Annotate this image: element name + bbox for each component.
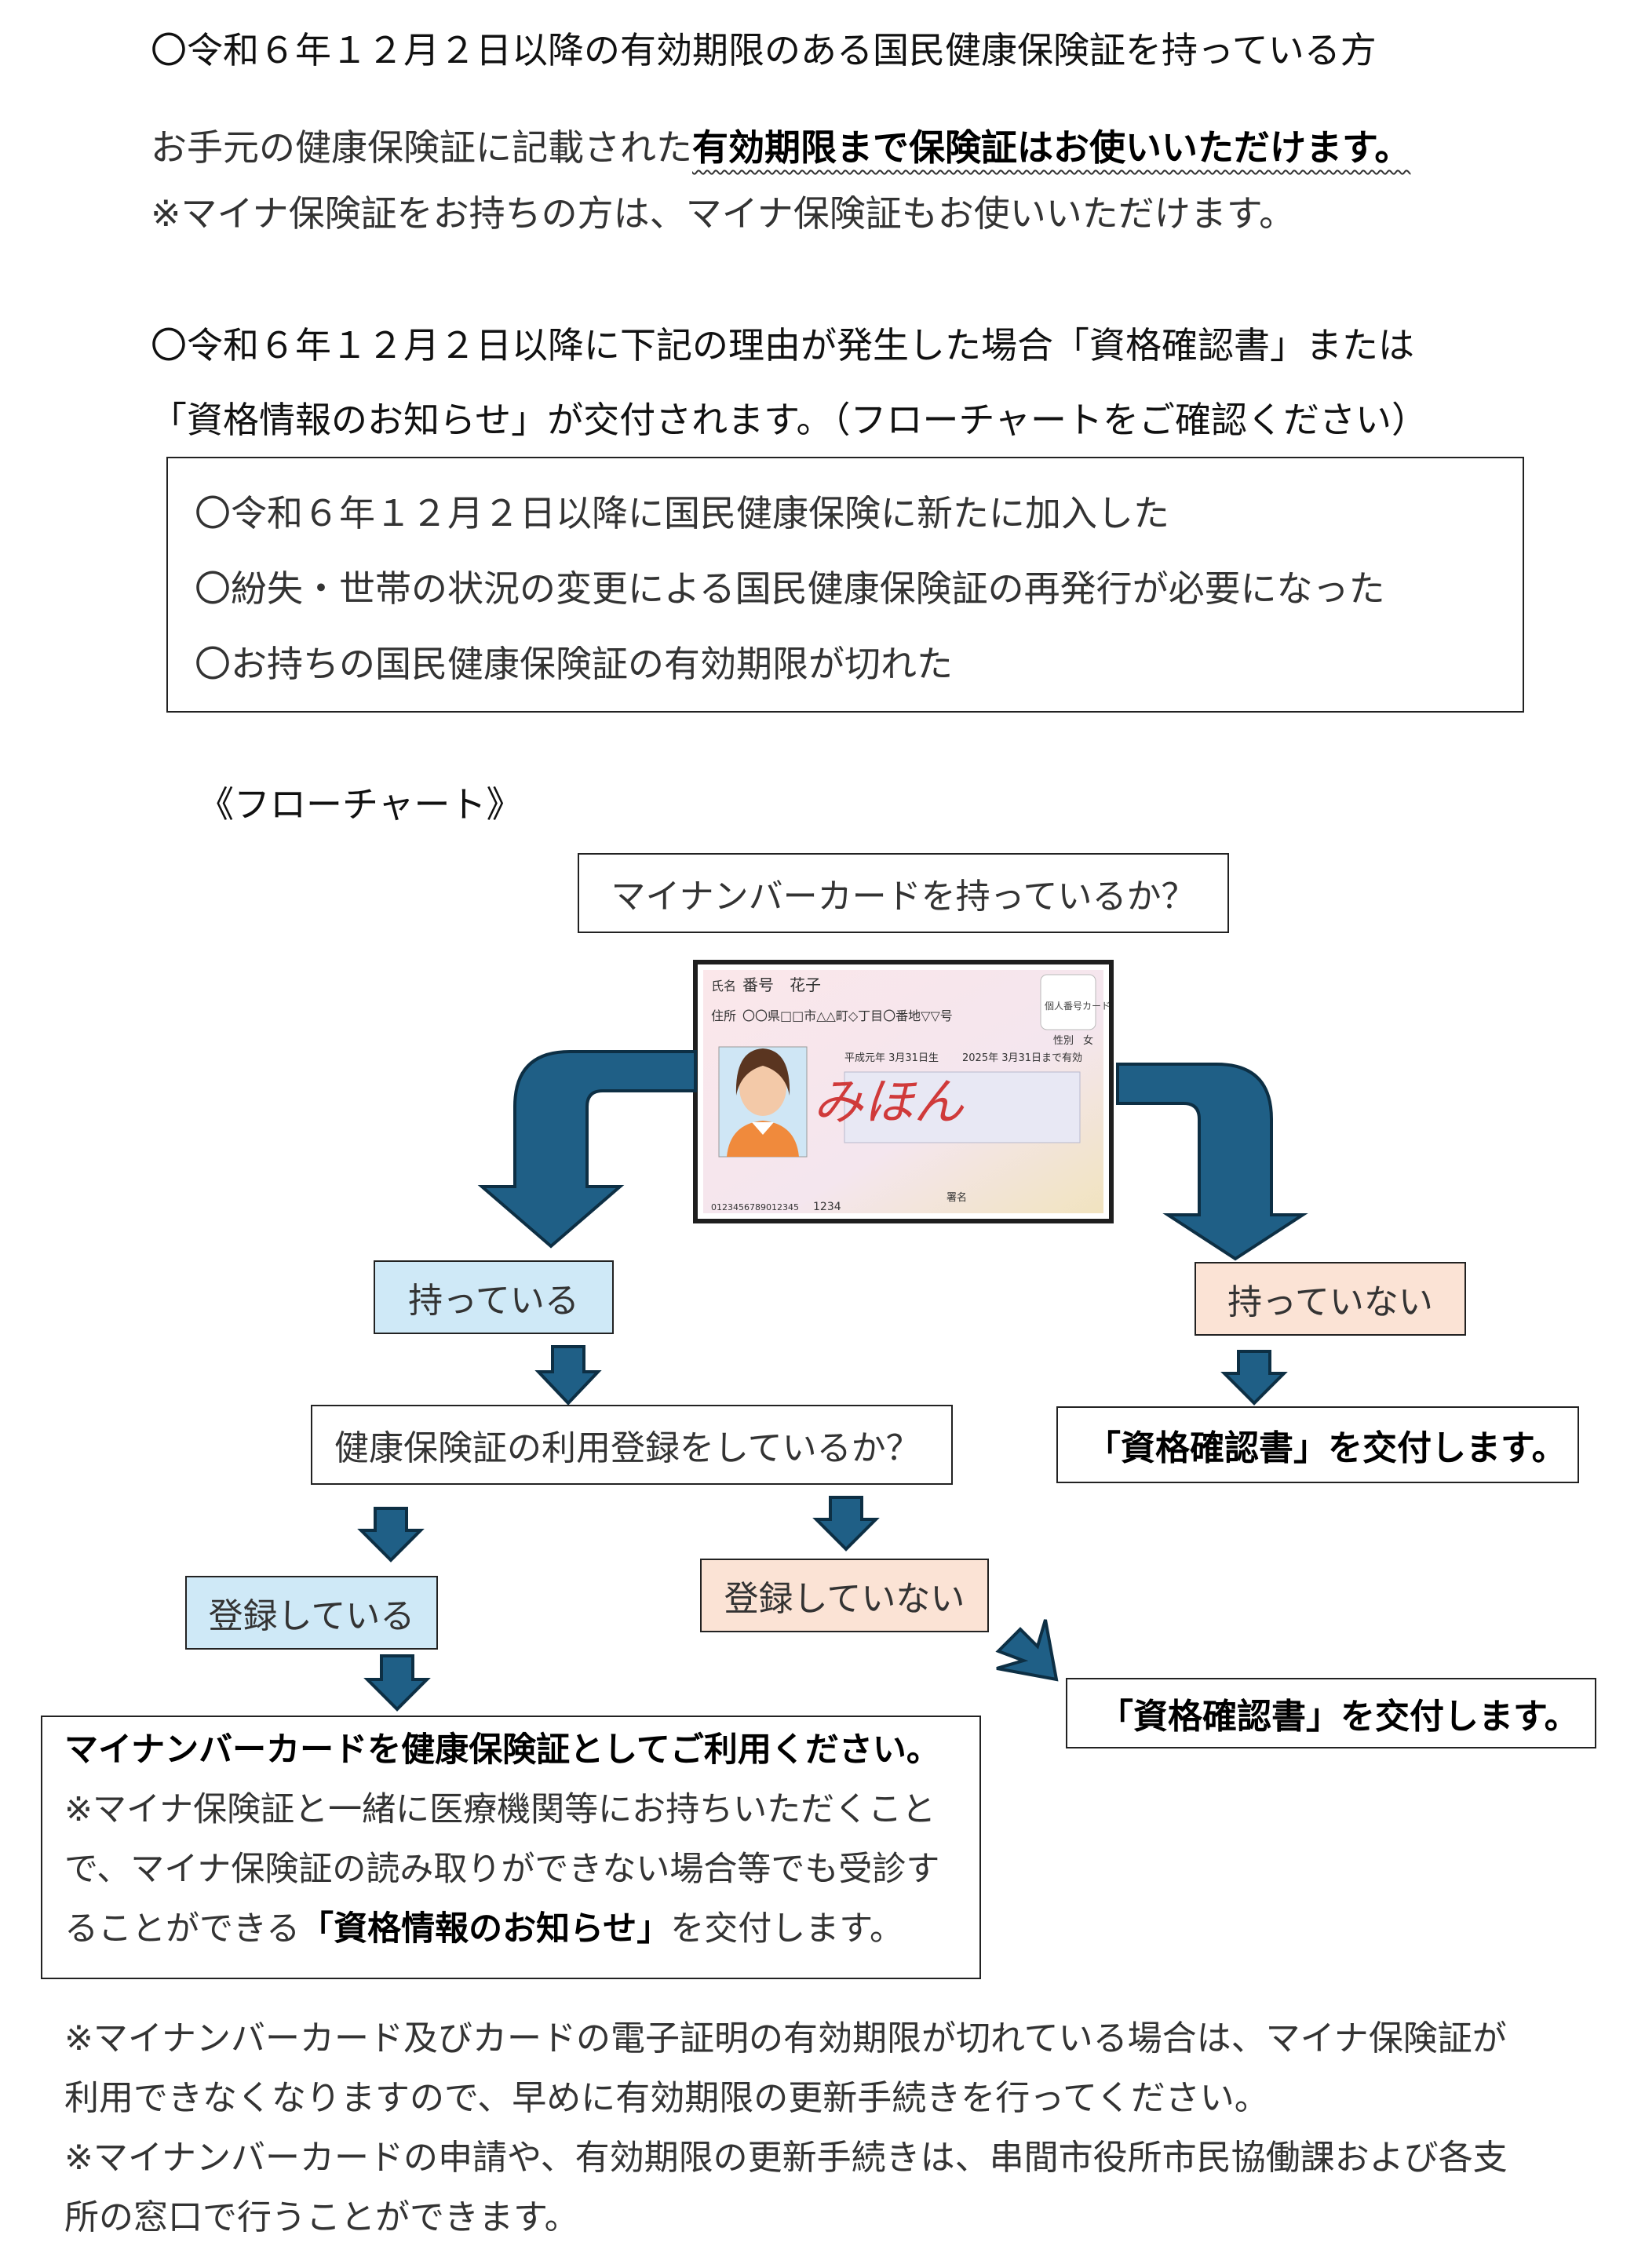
card-address: 〇〇県□□市△△町◇丁目〇番地▽▽号 <box>742 1008 953 1023</box>
arrow-to-no <box>1116 1063 1308 1261</box>
card-number: 1234 <box>813 1201 841 1213</box>
arrow-registered-to-result <box>363 1654 431 1712</box>
section1-line2: ※マイナ保険証をお持ちの方は、マイナ保険証もお使いいただけます。 <box>151 192 1296 235</box>
arrow-q2-to-not-registered <box>812 1496 880 1552</box>
card-sign-label: 署名 <box>947 1191 967 1204</box>
result-registered-line3: で、マイナ保険証の読み取りができない場合等でも受診す <box>64 1850 940 1889</box>
reasons-box: 〇令和６年１２月２日以降に国民健康保険に新たに加入した 〇紛失・世帯の状況の変更… <box>166 457 1524 713</box>
result-registered-line1: マイナンバーカードを健康保険証としてご利用ください。 <box>64 1730 940 1770</box>
arrow-no-to-result <box>1220 1350 1288 1406</box>
result-registered-line4-pre: ることができる <box>64 1909 301 1949</box>
arrow-q2-to-registered <box>357 1507 425 1562</box>
card-serial: 0123456789012345 <box>711 1202 799 1212</box>
section1-line1-pre: お手元の健康保険証に記載された <box>151 126 692 169</box>
result-registered-line4: ることができる「資格情報のお知らせ」を交付します。 <box>64 1905 903 1953</box>
note-line1: ※マイナンバーカード及びカードの電子証明の有効期限が切れている場合は、マイナ保険… <box>64 2018 1507 2058</box>
flowchart-title: 《フローチャート》 <box>198 783 523 826</box>
section1-line1: お手元の健康保険証に記載された有効期限まで保険証はお使いいただけます。 <box>151 124 1410 171</box>
result-not-registered-label: 「資格確認書」を交付します。 <box>1099 1697 1579 1737</box>
section1-heading: 〇令和６年１２月２日以降の有効期限のある国民健康保険証を持っている方 <box>151 29 1377 71</box>
section1-line1-emph: 有効期限まで保険証はお使いいただけます。 <box>692 126 1411 169</box>
question-registered: 健康保険証の利用登録をしているか？ <box>311 1405 953 1485</box>
card-type-label: 個人番号カード <box>1045 1001 1111 1012</box>
arrow-not-registered-to-result <box>995 1619 1059 1682</box>
arrow-to-yes <box>477 1050 697 1249</box>
result-registered-line4-post: を交付します。 <box>670 1909 903 1949</box>
card-expiry: 2025年 3月31日まで有効 <box>962 1052 1082 1064</box>
answer-not-registered-label: 登録していない <box>724 1579 965 1619</box>
card-birth: 平成元年 3月31日生 <box>844 1052 939 1064</box>
result-registered-line4-emph: 「資格情報のお知らせ」 <box>300 1909 671 1949</box>
note-line3: ※マイナンバーカードの申請や、有効期限の更新手続きは、串間市役所市民協働課および… <box>64 2138 1508 2178</box>
reason-item-2: 〇紛失・世帯の状況の変更による国民健康保険証の再発行が必要になった <box>195 567 1385 610</box>
result-no-card: 「資格確認書」を交付します。 <box>1056 1406 1579 1483</box>
card-sex: 女 <box>1083 1034 1093 1047</box>
result-registered: マイナンバーカードを健康保険証としてご利用ください。 ※マイナ保険証と一緒に医療… <box>41 1716 981 1979</box>
result-no-card-label: 「資格確認書」を交付します。 <box>1086 1428 1567 1468</box>
result-not-registered: 「資格確認書」を交付します。 <box>1066 1678 1596 1748</box>
note-line2: 利用できなくなりますので、早めに有効期限の更新手続きを行ってください。 <box>64 2078 1269 2118</box>
section2-heading-line2: 「資格情報のお知らせ」が交付されます。（フローチャートをご確認ください） <box>151 399 1428 441</box>
result-registered-line2: ※マイナ保険証と一緒に医療機関等にお持ちいただくこと <box>64 1790 936 1829</box>
mynumber-card-image: 氏名 番号 花子 住所 〇〇県□□市△△町◇丁目〇番地▽▽号 個人番号カード 性… <box>693 960 1114 1223</box>
answer-no-card: 持っていない <box>1195 1262 1466 1336</box>
arrow-yes-to-q2 <box>534 1345 602 1406</box>
question-registered-label: 健康保険証の利用登録をしているか？ <box>334 1428 921 1468</box>
note-line4: 所の窓口で行うことができます。 <box>64 2197 579 2237</box>
answer-not-registered: 登録していない <box>700 1559 989 1632</box>
reason-item-3: 〇お持ちの国民健康保険証の有効期限が切れた <box>195 643 953 685</box>
card-address-label: 住所 <box>711 1008 736 1023</box>
question-has-card: マイナンバーカードを持っているか？ <box>578 853 1229 933</box>
answer-registered: 登録している <box>185 1576 438 1650</box>
card-name-label: 氏名 <box>711 979 736 994</box>
reason-item-1: 〇令和６年１２月２日以降に国民健康保険に新たに加入した <box>195 492 1169 534</box>
question-has-card-label: マイナンバーカードを持っているか？ <box>611 877 1196 917</box>
card-sample-stamp: みほん <box>813 1074 965 1132</box>
answer-registered-label: 登録している <box>208 1596 415 1636</box>
card-sex-label: 性別 <box>1053 1035 1074 1047</box>
card-name: 番号 花子 <box>742 975 821 994</box>
answer-no-card-label: 持っていない <box>1227 1282 1433 1322</box>
answer-has-card-label: 持っている <box>408 1281 579 1321</box>
section2-heading-line1: 〇令和６年１２月２日以降に下記の理由が発生した場合「資格確認書」または <box>151 324 1414 366</box>
answer-has-card: 持っている <box>374 1260 614 1334</box>
